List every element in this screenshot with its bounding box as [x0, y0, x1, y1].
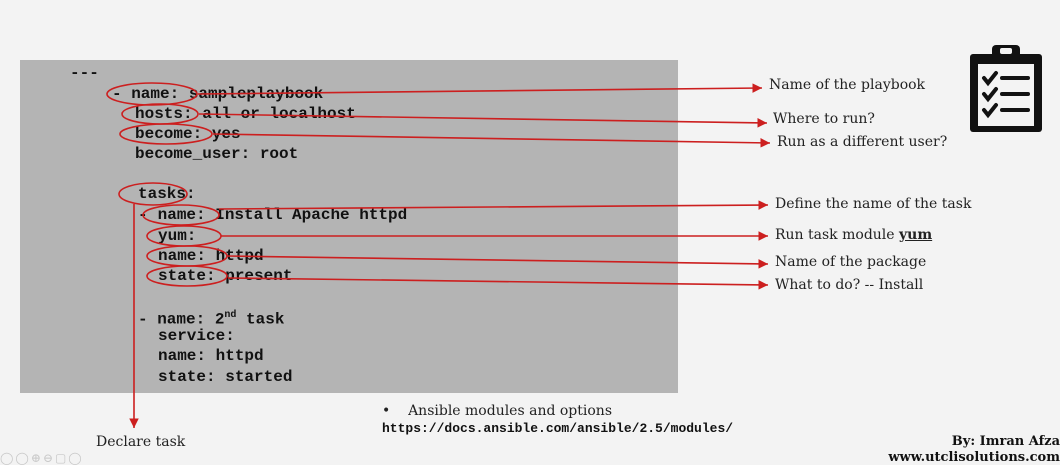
ellipse-become — [119, 123, 213, 145]
label-what-to-do: What to do? -- Install — [775, 277, 924, 293]
arrow-task-name — [218, 200, 769, 210]
yaml-line-tasks: tasks: — [138, 185, 196, 203]
ellipse-tasks — [118, 182, 188, 206]
ellipse-task1-name — [142, 204, 220, 226]
hosts-key: hosts: — [135, 105, 193, 123]
yaml-line-service-state: state: started — [158, 368, 293, 386]
label-playbook-name: Name of the playbook — [769, 77, 926, 93]
author-website[interactable]: www.utclisolutions.com — [888, 450, 1060, 465]
task1-name-value: Install Apache httpd — [205, 206, 408, 224]
arrow-different-user — [212, 133, 771, 148]
label-different-user: Run as a different user? — [777, 134, 948, 150]
ellipse-state — [146, 265, 228, 287]
label-package-name: Name of the package — [775, 254, 927, 270]
arrow-where-to-run — [198, 113, 768, 128]
code-panel — [20, 60, 678, 393]
task1-name-key: name: — [157, 206, 206, 224]
become-key: become: — [135, 125, 203, 143]
ellipse-pkg-name — [146, 245, 228, 267]
pkg-name-key: name: — [158, 247, 207, 265]
ellipse-hosts — [121, 103, 199, 125]
yaml-line-service: service: — [158, 327, 235, 345]
arrow-playbook-name — [197, 83, 763, 95]
label-task-module-prefix: Run task module — [775, 227, 900, 243]
arrow-what-to-do — [227, 277, 769, 290]
clipboard-checklist-icon — [970, 45, 1042, 132]
label-where-to-run: Where to run? — [773, 111, 875, 127]
label-task-module: Run task module yum — [775, 227, 932, 243]
task2-name-suffix: task — [236, 310, 285, 329]
play-name-key: - name: — [112, 85, 180, 103]
label-declare-task: Declare task — [96, 434, 186, 450]
task2-name-prefix: - name: 2 — [138, 310, 225, 329]
task2-superscript: nd — [224, 310, 237, 321]
state-value: present — [215, 267, 293, 285]
footer-bullet: • Ansible modules and options — [382, 403, 613, 419]
yaml-line-become-user: become_user: root — [135, 145, 299, 163]
arrow-package-name — [226, 255, 769, 269]
yaml-line-yum: yum: — [158, 227, 197, 245]
yaml-line-state: state: present — [158, 267, 292, 285]
state-key: state: — [158, 267, 216, 285]
footer-url[interactable]: https://docs.ansible.com/ansible/2.5/mod… — [382, 421, 734, 436]
yaml-line-service-name: name: httpd — [158, 347, 264, 365]
yaml-line-task1-name: -name: Install Apache httpd — [138, 206, 407, 224]
yaml-line-task2-name: - name: 2nd task — [138, 307, 284, 328]
ellipse-play-name — [106, 82, 198, 106]
label-task-module-bold: yum — [899, 227, 933, 243]
viewer-controls-icon[interactable]: ◯◯⊕⊖▢◯ — [0, 451, 84, 465]
author-byline: By: Imran Afza — [951, 434, 1060, 449]
yaml-doc-start: --- — [70, 64, 99, 82]
ellipse-yum — [146, 225, 222, 247]
label-task-name: Define the name of the task — [775, 196, 972, 212]
footer-bullet-text: Ansible modules and options — [408, 403, 613, 419]
